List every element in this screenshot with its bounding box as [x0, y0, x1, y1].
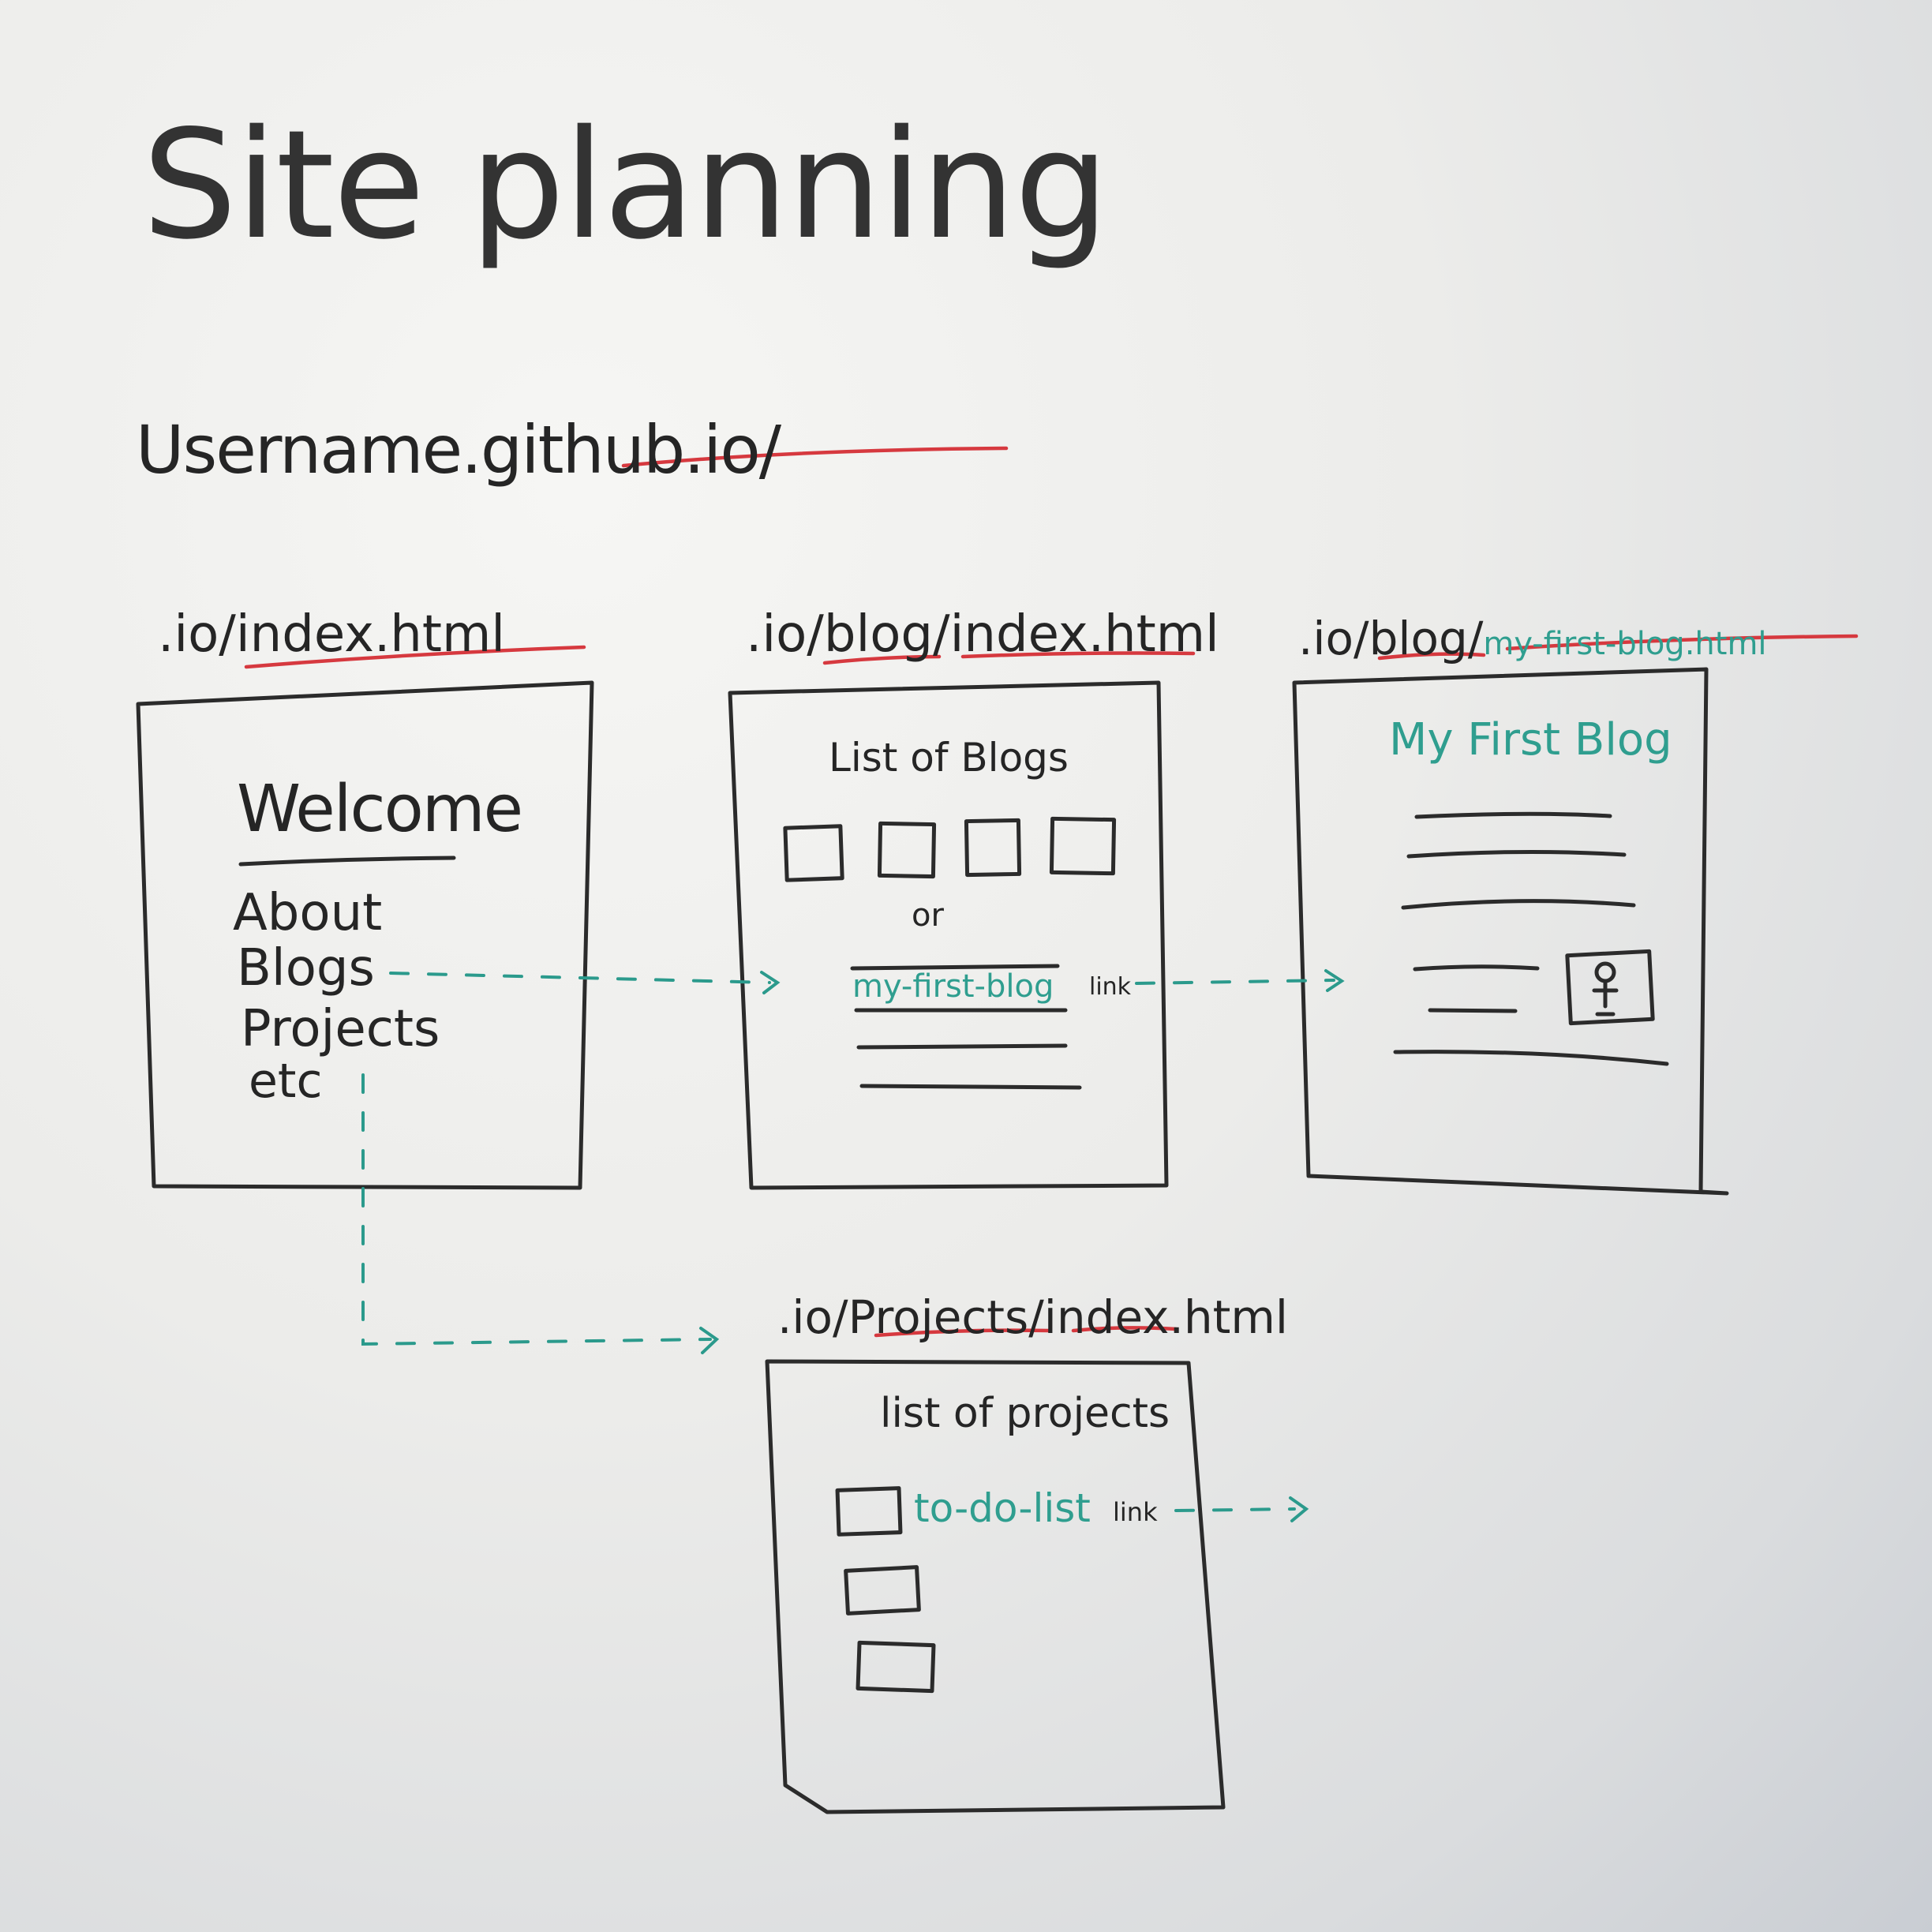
blog-index-or: or — [912, 897, 944, 934]
nav-item-blogs: Blogs — [237, 939, 375, 998]
blog-post-path-prefix: .io/ — [1298, 612, 1369, 665]
blog-folder-underline — [822, 654, 942, 665]
todo-link-text: to-do-list — [914, 1485, 1091, 1531]
post-text-line-6 — [1393, 1050, 1669, 1066]
project-box-1 — [835, 1486, 903, 1537]
blog-thumb-4 — [1049, 816, 1117, 876]
nav-item-projects: Projects — [241, 1000, 440, 1058]
blog-index-path-folder: blog — [823, 605, 934, 664]
todo-link-note: link — [1113, 1497, 1158, 1527]
projects-arrowhead — [699, 1327, 720, 1354]
blog-index-heading: List of Blogs — [829, 735, 1069, 781]
blog-thumb-3 — [964, 818, 1022, 878]
projects-path-prefix: .io/ — [777, 1290, 848, 1344]
projects-file-underline — [1071, 1326, 1178, 1333]
blog-index-path-prefix: .io/ — [746, 605, 824, 664]
url-blank-underline — [621, 446, 1009, 468]
blog-thumb-1 — [783, 824, 844, 882]
post-file-underline — [1505, 634, 1859, 651]
blog-post-heading: My First Blog — [1389, 714, 1672, 766]
post-text-line-2 — [1406, 849, 1627, 859]
blog-list-line-1 — [850, 964, 1060, 971]
post-text-line-5 — [1428, 1008, 1518, 1013]
todo-link-arrow — [1174, 1507, 1296, 1512]
welcome-underline — [238, 856, 456, 867]
home-path-file: index.html — [235, 605, 506, 664]
projects-path: .io/Projects/index.html — [777, 1290, 1289, 1344]
projects-frame — [765, 1359, 1226, 1814]
post-text-line-1 — [1414, 811, 1612, 819]
home-path: .io/index.html — [158, 609, 505, 660]
home-page-frame — [136, 680, 594, 1190]
projects-folder-underline — [874, 1328, 1052, 1338]
etc-to-projects-arrow — [361, 1073, 712, 1346]
blog-index-frame — [728, 680, 1169, 1190]
projects-heading: list of projects — [880, 1390, 1170, 1437]
blog-post-path: .io/blog/my-first-blog.html — [1298, 612, 1767, 665]
blogs-arrowhead — [760, 971, 781, 994]
blog-post-path-file: my-first-blog.html — [1483, 626, 1767, 662]
blog-link-note: link — [1089, 973, 1132, 1001]
blogs-to-blog-index-arrow — [389, 972, 771, 984]
project-box-2 — [844, 1565, 921, 1616]
blog-list-line-3 — [856, 1043, 1068, 1050]
blog-post-path-folder: blog — [1368, 612, 1468, 665]
nav-item-etc: etc — [249, 1054, 323, 1109]
post-text-line-3 — [1401, 899, 1636, 910]
blog-file-underline — [960, 651, 1196, 659]
blog-index-path-file: index.html — [949, 605, 1219, 664]
projects-path-file: index.html — [1043, 1290, 1289, 1344]
blog-post-frame — [1292, 667, 1729, 1196]
blog-thumb-2 — [877, 821, 937, 879]
home-path-prefix: .io/ — [158, 605, 236, 664]
project-box-3 — [856, 1640, 936, 1694]
site-url-prefix: Username.github.io/ — [136, 411, 781, 489]
person-icon — [1592, 961, 1619, 1017]
blog-link-to-post-arrow — [1135, 979, 1335, 985]
todo-arrowhead — [1289, 1496, 1309, 1522]
blog-list-line-4 — [859, 1084, 1082, 1090]
home-heading: Welcome — [237, 772, 523, 847]
home-path-underline — [244, 645, 586, 669]
blog-link-text: my-first-blog — [852, 968, 1054, 1005]
page-title: Site planning — [142, 98, 1110, 272]
projects-path-folder: Projects — [848, 1290, 1029, 1344]
post-text-line-4 — [1413, 964, 1540, 972]
post-image-frame — [1565, 949, 1655, 1026]
blog-link-arrowhead — [1324, 969, 1345, 992]
post-folder-underline — [1377, 652, 1486, 661]
blog-index-path: .io/blog/index.html — [746, 605, 1219, 664]
nav-item-about: About — [233, 884, 383, 942]
